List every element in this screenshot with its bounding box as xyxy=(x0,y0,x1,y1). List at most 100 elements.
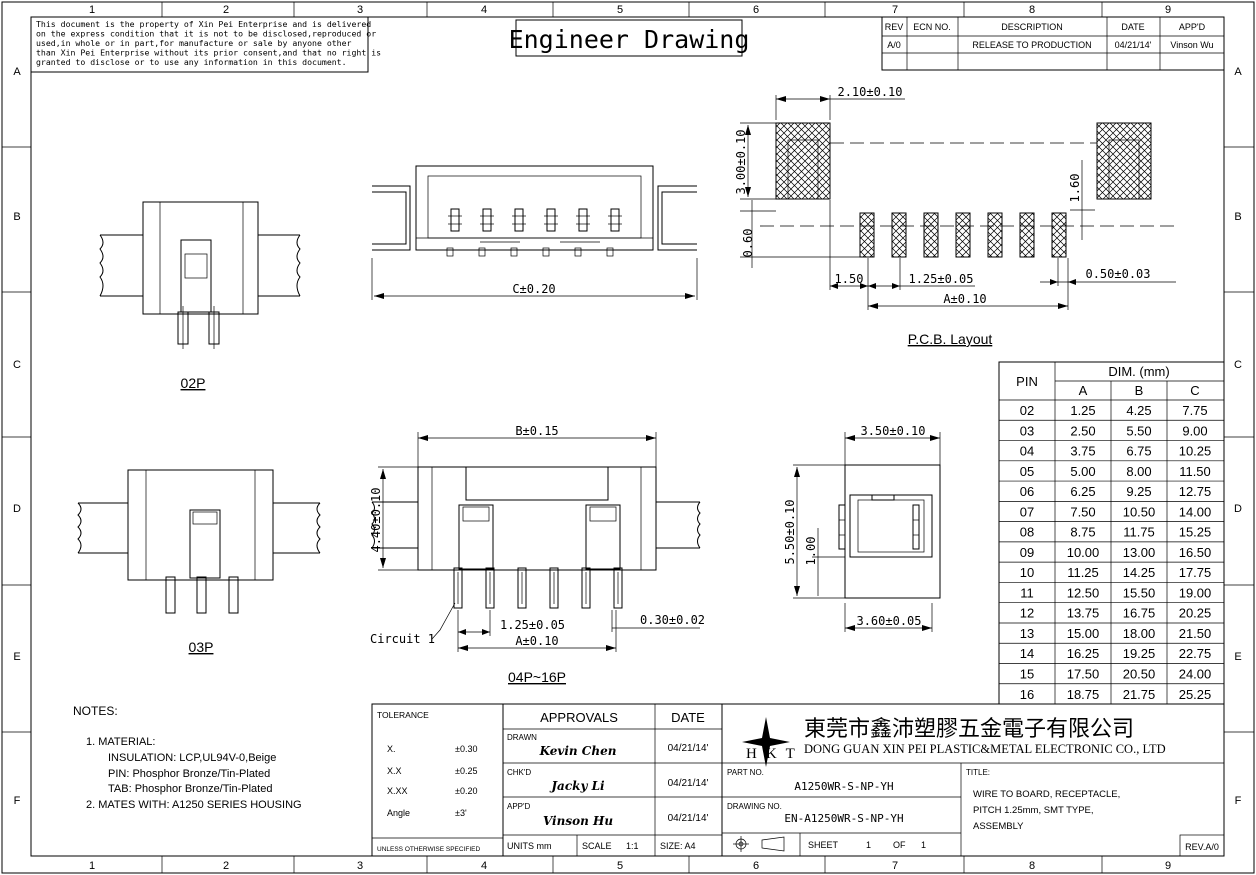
description-value: RELEASE TO PRODUCTION xyxy=(972,40,1091,50)
drawing-no-label: DRAWING NO. xyxy=(727,802,782,811)
front-view-pin xyxy=(581,567,591,609)
grid-row-label: F xyxy=(14,795,21,807)
drawing-title-text: Engineer Drawing xyxy=(509,25,750,54)
grid-row-label: A xyxy=(13,66,21,78)
grid-col-label: 1 xyxy=(89,860,95,872)
revision-code: REV.A/0 xyxy=(1185,842,1219,852)
dim-table-pin-cell: 02 xyxy=(1020,403,1034,418)
svg-text:This document is the property: This document is the property of Xin Pei… xyxy=(36,19,381,67)
tolerance-angle: Angle xyxy=(387,808,410,818)
dim-table-value-cell: 14.00 xyxy=(1179,504,1212,519)
view-label-pcb: P.C.B. Layout xyxy=(908,331,993,347)
grid-col-label: 8 xyxy=(1029,860,1035,872)
dim-table-value-cell: 8.00 xyxy=(1126,464,1151,479)
note-tab: TAB: Phosphor Bronze/Tin-Plated xyxy=(108,783,272,795)
notes: NOTES: 1. MATERIAL: INSULATION: LCP,UL94… xyxy=(73,704,302,811)
dim-table-value-cell: 16.25 xyxy=(1067,646,1100,661)
pcb-pad xyxy=(987,212,1003,258)
dim-table-pin-cell: 07 xyxy=(1020,504,1034,519)
dim-table-value-cell: 11.25 xyxy=(1067,565,1099,580)
dim-table-value-cell: 22.75 xyxy=(1179,646,1212,661)
notice-line: on the express condition that it is not … xyxy=(36,29,376,39)
end-view: 3.50±0.10 5.50±0.10 1.00 3.60±0.05 xyxy=(783,424,941,632)
checked-date: 04/21/14' xyxy=(668,778,709,789)
grid-col-label: 7 xyxy=(892,4,898,16)
pcb-pad xyxy=(923,212,939,258)
dim-table-pin-cell: 14 xyxy=(1020,646,1034,661)
top-view-pin xyxy=(482,208,492,232)
grid-col-label: 2 xyxy=(223,4,229,16)
dim-table-value-cell: 15.50 xyxy=(1123,585,1156,600)
dim-table-value-cell: 8.75 xyxy=(1070,525,1095,540)
dim-table-value-cell: 15.00 xyxy=(1067,626,1100,641)
dim-table-value-cell: 21.50 xyxy=(1179,626,1212,641)
dim-table-pin-cell: 06 xyxy=(1020,484,1034,499)
dim-table-value-cell: 10.25 xyxy=(1179,444,1212,459)
dim-table-pin-cell: 03 xyxy=(1020,423,1034,438)
drawn-label: DRAWN xyxy=(507,733,537,742)
dim-table-pin-cell: 10 xyxy=(1020,565,1034,580)
appd-header: APP'D xyxy=(1179,22,1206,32)
dim-table-col-c: C xyxy=(1190,383,1199,398)
dim-table-pin-cell: 08 xyxy=(1020,525,1034,540)
tolerance-xxx-value: ±0.20 xyxy=(455,786,477,796)
dim-table-value-cell: 3.75 xyxy=(1070,444,1095,459)
dim-pcb-2-10: 2.10±0.10 xyxy=(837,85,902,99)
grid-row-label: A xyxy=(1234,66,1242,78)
view-label-04p-16p: 04P~16P xyxy=(508,669,566,685)
dim-table-value-cell: 2.50 xyxy=(1070,423,1095,438)
dim-table-value-cell: 16.75 xyxy=(1123,606,1156,621)
grid-col-label: 9 xyxy=(1165,860,1171,872)
dim-table-value-cell: 17.50 xyxy=(1067,667,1100,682)
dim-3-60: 3.60±0.05 xyxy=(856,614,921,628)
dim-table-value-cell: 4.25 xyxy=(1126,403,1151,418)
dim-pcb-3-00: 3.00±0.10 xyxy=(734,129,748,194)
company-name-en: DONG GUAN XIN PEI PLASTIC&METAL ELECTRON… xyxy=(804,742,1166,756)
approvals-title: APPROVALS xyxy=(540,710,618,725)
front-view-pin xyxy=(485,567,495,609)
grid-col-label: 4 xyxy=(481,860,487,872)
dim-table-value-cell: 17.75 xyxy=(1179,565,1212,580)
title-line-2: PITCH 1.25mm, SMT TYPE, xyxy=(973,805,1094,816)
grid-row-label: E xyxy=(13,651,20,663)
dim-table-col-a: A xyxy=(1079,383,1088,398)
company-name-cn: 東莞市鑫沛塑膠五金電子有限公司 xyxy=(804,716,1134,741)
dim-table-value-cell: 1.25 xyxy=(1070,403,1095,418)
revision-table: REV ECN NO. DESCRIPTION DATE APP'D A/0 R… xyxy=(881,16,1225,71)
dim-5-50: 5.50±0.10 xyxy=(783,499,797,564)
grid-col-label: 5 xyxy=(617,4,623,16)
approvals-date-header: DATE xyxy=(671,710,705,725)
grid-row-label: E xyxy=(1234,651,1241,663)
front-view-04p-16p: B±0.15 4.40±0.10 Circuit 1 A±0.10 1.25±0… xyxy=(369,424,705,685)
pcb-pad xyxy=(859,212,875,258)
appd-value: Vinson Wu xyxy=(1170,40,1213,50)
dim-table-value-cell: 6.75 xyxy=(1126,444,1151,459)
dim-table-pin-cell: 15 xyxy=(1020,667,1034,682)
dim-table-value-cell: 6.25 xyxy=(1070,484,1095,499)
grid-col-label: 2 xyxy=(223,860,229,872)
dim-table-pin-cell: 12 xyxy=(1020,606,1034,621)
side-view-02p: 02P xyxy=(99,201,301,391)
dim-a-front: A±0.10 xyxy=(515,634,558,648)
notes-title: NOTES: xyxy=(73,704,118,718)
sheet-label: SHEET xyxy=(808,840,839,850)
dim-table-value-cell: 25.25 xyxy=(1179,687,1212,702)
dim-table-value-cell: 18.00 xyxy=(1123,626,1156,641)
dim-1-00: 1.00 xyxy=(804,537,818,566)
note-mates-with: 2. MATES WITH: A1250 SERIES HOUSING xyxy=(86,799,302,811)
title-block: TOLERANCE X. ±0.30 X.X ±0.25 X.XX ±0.20 … xyxy=(371,703,1225,857)
tolerance-xxx: X.XX xyxy=(387,786,408,796)
pcb-pad xyxy=(1051,212,1067,258)
dim-table-pin-cell: 11 xyxy=(1020,585,1034,600)
dim-table-group-header: DIM. (mm) xyxy=(1108,364,1169,379)
drawing-no: EN-A1250WR-S-NP-YH xyxy=(784,812,903,825)
dim-pcb-1-50: 1.50 xyxy=(835,272,864,286)
dim-pcb-pad: 0.50±0.03 xyxy=(1085,267,1150,281)
dim-3-50: 3.50±0.10 xyxy=(860,424,925,438)
front-view-pin xyxy=(549,567,559,609)
dim-c: C±0.20 xyxy=(512,282,555,296)
dim-table-pin-cell: 13 xyxy=(1020,626,1034,641)
